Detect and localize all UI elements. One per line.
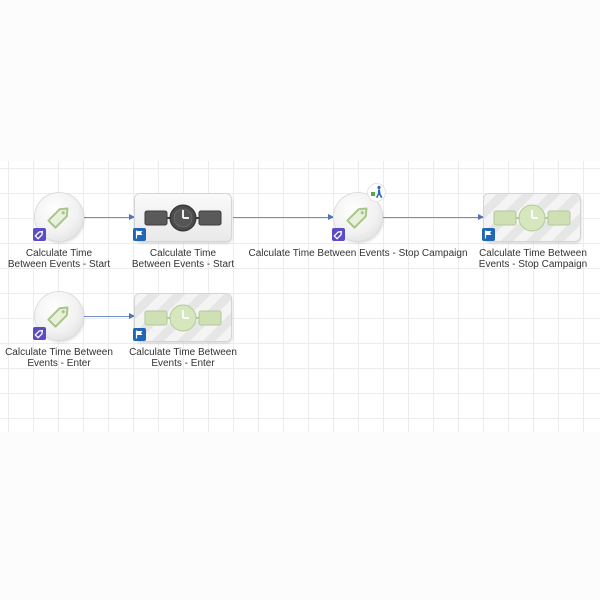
connector-segment-start-to-wait-start[interactable] [84, 214, 135, 220]
label-line: Calculate Time Between [129, 347, 237, 358]
connector-segment-stop-to-wait-stop[interactable] [383, 214, 484, 220]
wait-node-start-label: Calculate Time Between Events - Start [124, 248, 242, 270]
label-line: Between Events - Start [7, 259, 111, 270]
label-line: Events - Enter [151, 358, 215, 369]
wait-node-stop-campaign-label: Calculate Time Between Events - Stop Cam… [472, 248, 594, 270]
segment-badge-icon [33, 228, 46, 241]
segment-node-stop-campaign-label: Calculate Time Between Events - Stop Cam… [238, 248, 478, 259]
label-line: Between Events - Start [131, 259, 235, 270]
clock-timer-icon [144, 304, 222, 332]
label-line: Events - Stop Campaign [478, 259, 588, 270]
wait-node-stop-campaign[interactable] [484, 194, 580, 241]
connector-segment-enter-to-wait-enter[interactable] [84, 313, 135, 319]
wait-node-enter-label: Calculate Time Between Events - Enter [122, 347, 244, 369]
tag-icon [346, 207, 368, 229]
segment-node-stop-campaign[interactable] [334, 193, 382, 241]
flag-icon [482, 228, 495, 241]
clock-timer-icon [493, 204, 571, 232]
wait-node-start[interactable] [135, 194, 231, 241]
tag-icon [47, 207, 69, 229]
segment-badge-icon [33, 327, 46, 340]
label-line: Calculate Time Between [5, 347, 113, 358]
label-line: Calculate Time Between [479, 248, 587, 259]
segment-node-start-label: Calculate Time Between Events - Start [0, 248, 118, 270]
label-line: Calculate Time [149, 248, 217, 259]
tag-icon [47, 306, 69, 328]
wait-node-enter[interactable] [135, 294, 231, 341]
clock-timer-icon [144, 204, 222, 232]
connector-wait-start-to-segment-stop[interactable] [233, 214, 334, 220]
label-line: Events - Enter [27, 358, 91, 369]
segment-node-enter-label: Calculate Time Between Events - Enter [0, 347, 118, 369]
flag-icon [133, 328, 146, 341]
segment-node-enter[interactable] [35, 292, 83, 340]
segment-badge-icon [332, 228, 345, 241]
label-line: Calculate Time Between Events - Stop Cam… [248, 248, 468, 259]
flag-icon [133, 228, 146, 241]
walking-person-icon [368, 184, 385, 201]
label-line: Calculate Time [25, 248, 93, 259]
